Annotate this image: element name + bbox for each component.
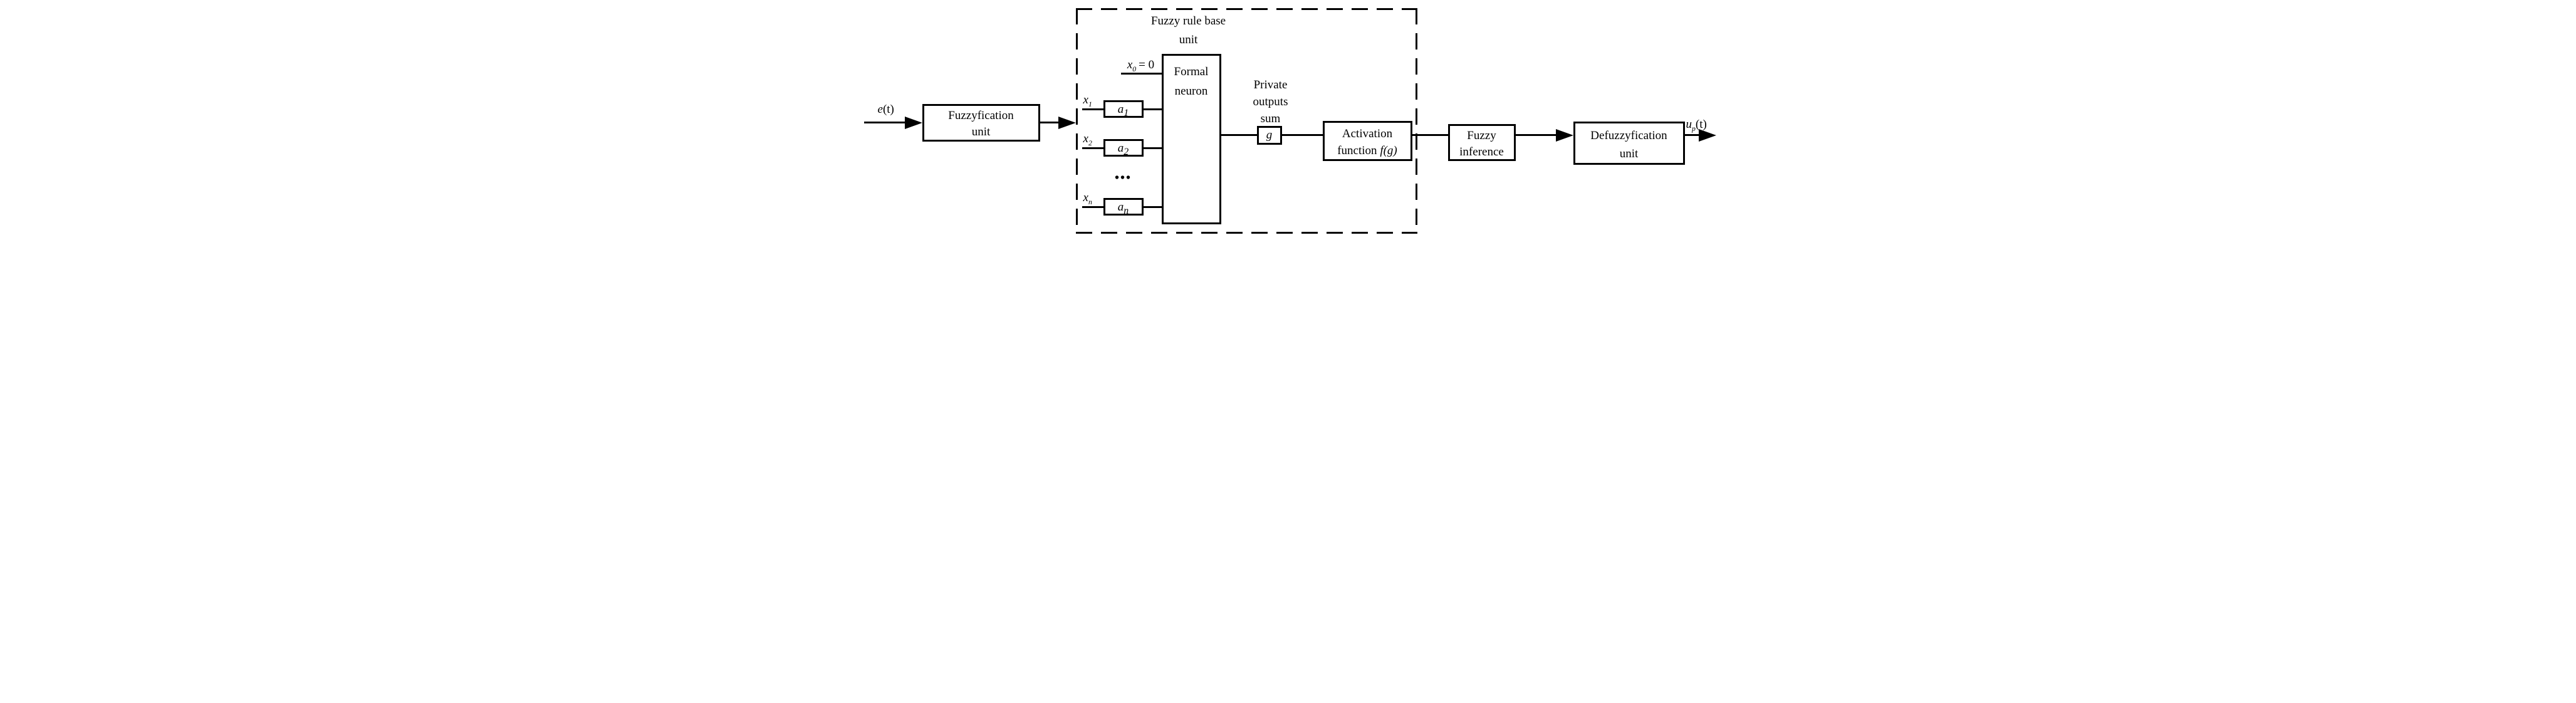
connector-bias-into-neuron <box>1120 73 1162 75</box>
x2-base: x <box>1083 132 1088 145</box>
a2-sub: 2 <box>1124 146 1129 157</box>
arrowhead-into-fuzzyfication <box>904 117 922 129</box>
fuzzy-inference-box: Fuzzy inference <box>1447 124 1516 161</box>
defuzzyfication-label-line1: Defuzzyfication <box>1590 129 1667 142</box>
activation-label-line1: Activation <box>1342 127 1393 140</box>
rulebase-title-line2: unit <box>1179 33 1198 46</box>
connector-inference-to-defuzzyfication <box>1515 134 1556 136</box>
fuzzy-inference-label-line2: inference <box>1459 145 1504 159</box>
private-caption-line2: outputs <box>1253 95 1288 108</box>
activation-label-line2: function f(g) <box>1325 142 1411 159</box>
defuzzyfication-unit-box: Defuzzyfication unit <box>1573 122 1685 165</box>
formal-neuron-box: Formal neuron <box>1161 54 1221 224</box>
rulebase-dashed-border-left <box>1075 8 1078 234</box>
connector-neuron-to-sum <box>1221 134 1257 136</box>
output-signal-sub: p <box>1692 124 1696 133</box>
a1-sub: 1 <box>1124 107 1129 118</box>
formal-neuron-label-line1: Formal <box>1174 65 1209 78</box>
connector-input-line <box>863 122 905 123</box>
sum-node-g-box: g <box>1256 126 1282 145</box>
bias-base: x <box>1127 58 1133 71</box>
input-x2-label: x2 <box>1083 132 1092 147</box>
activation-function-box: Activation function f(g) <box>1322 121 1412 161</box>
fuzzy-neural-controller-diagram: e(t) Fuzzyfication unit Fuzzy rule base … <box>858 5 1718 239</box>
inputs-ellipsis: ••• <box>1114 171 1132 185</box>
arrowhead-into-defuzzyfication <box>1555 129 1573 142</box>
xn-sub: n <box>1088 197 1092 206</box>
input-x1-label: x1 <box>1083 93 1092 108</box>
x1-base: x <box>1083 93 1088 107</box>
arrowhead-into-rulebase <box>1058 117 1076 129</box>
rulebase-title-line1: Fuzzy rule base <box>1150 14 1226 28</box>
private-outputs-sum-caption: Private outputs sum <box>1230 76 1311 127</box>
fuzzy-inference-label-line1: Fuzzy <box>1467 129 1496 142</box>
xn-base: x <box>1083 191 1088 204</box>
x2-sub: 2 <box>1088 138 1092 147</box>
formal-neuron-label-line2: neuron <box>1174 85 1208 98</box>
defuzzyfication-label-line2: unit <box>1619 147 1639 160</box>
connector-a1-into-neuron <box>1143 108 1162 110</box>
connector-activation-to-inference <box>1412 134 1448 136</box>
activation-line2-prefix: function <box>1337 144 1377 157</box>
an-sub: n <box>1124 205 1129 216</box>
bias-eq: = 0 <box>1139 58 1155 71</box>
connector-x2-stub <box>1082 147 1103 149</box>
an-base: a <box>1117 200 1124 214</box>
fuzzyfication-label-line2: unit <box>971 125 991 138</box>
arrowhead-output <box>1698 129 1716 142</box>
bias-sub: 0 <box>1132 65 1137 73</box>
rulebase-dashed-border-bottom <box>1075 232 1417 234</box>
output-signal-label: up(t) <box>1686 118 1707 132</box>
connector-x1-stub <box>1082 108 1103 110</box>
connector-sum-to-activation <box>1281 134 1323 136</box>
output-signal-args: (t) <box>1695 118 1707 131</box>
fuzzyfication-unit-box: Fuzzyfication unit <box>922 104 1040 142</box>
input-xn-label: xn <box>1083 191 1092 206</box>
connector-a2-into-neuron <box>1143 147 1162 149</box>
rulebase-dashed-border-top <box>1075 8 1417 10</box>
private-caption-line3: sum <box>1260 112 1281 125</box>
rulebase-title: Fuzzy rule base unit <box>1076 12 1301 49</box>
weight-a2-box: a2 <box>1103 139 1144 157</box>
rulebase-dashed-border-right <box>1415 8 1417 234</box>
input-signal-label: e(t) <box>878 103 894 117</box>
private-caption-line1: Private <box>1253 78 1288 91</box>
connector-fuzzyfication-to-rulebase <box>1040 122 1061 123</box>
connector-an-into-neuron <box>1143 206 1162 208</box>
bias-input-label: x0= 0 <box>1121 58 1161 73</box>
weight-a1-box: a1 <box>1103 100 1144 118</box>
a1-base: a <box>1117 103 1124 116</box>
activation-line2-math: f(g) <box>1380 144 1397 157</box>
output-signal-base: u <box>1686 118 1692 131</box>
x1-sub: 1 <box>1088 100 1092 108</box>
input-signal-base: e <box>877 103 883 116</box>
input-signal-args: (t) <box>882 103 894 116</box>
connector-xn-stub <box>1082 206 1103 208</box>
weight-an-box: an <box>1103 198 1144 216</box>
connector-output-line <box>1684 134 1700 136</box>
a2-base: a <box>1117 142 1124 155</box>
sum-node-g-label: g <box>1266 128 1273 142</box>
fuzzyfication-label-line1: Fuzzyfication <box>948 109 1014 122</box>
